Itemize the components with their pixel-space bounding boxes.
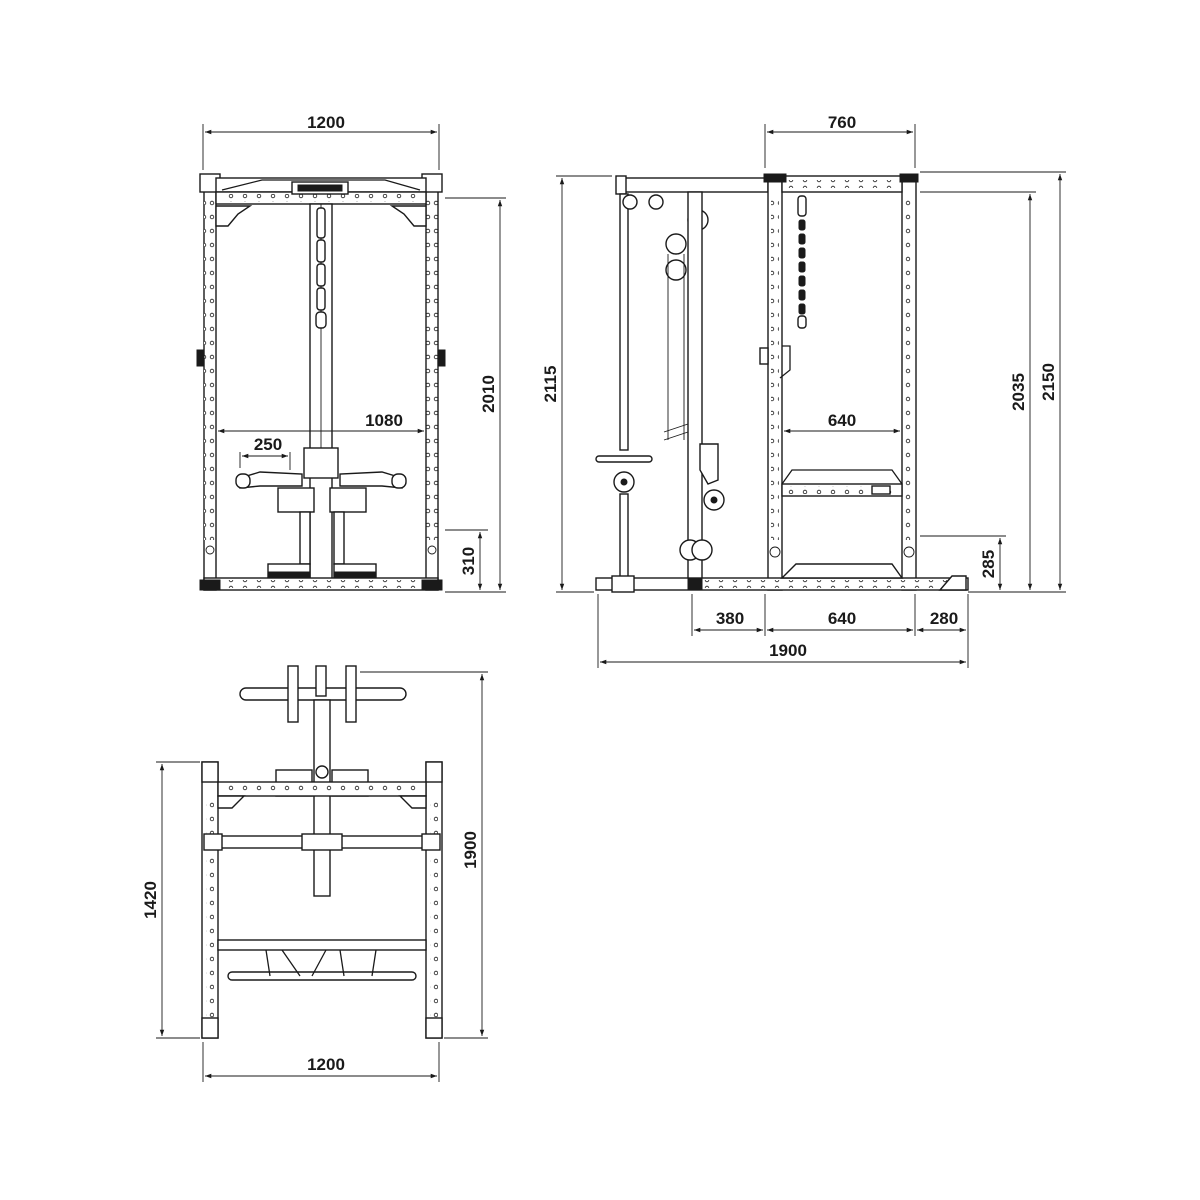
- side-front-cap: [763, 173, 787, 183]
- side-j-hook-plate: [759, 347, 769, 365]
- front-top-beam-holes: [220, 194, 422, 202]
- front-view: 1200 2010 1080 250 310: [196, 113, 506, 593]
- top-center-spine: [313, 699, 331, 897]
- side-chain: [797, 195, 807, 329]
- front-chain: [315, 207, 327, 329]
- front-left-gusset: [215, 205, 253, 227]
- side-safety-label: [871, 485, 891, 495]
- side-lower-pulley-2: [691, 539, 713, 561]
- dim-front-foot: 310: [459, 547, 478, 575]
- top-view: 1420 1900 1200: [141, 665, 488, 1082]
- dim-side-base-total: 1900: [769, 641, 807, 660]
- dim-top-width: 1200: [307, 1055, 345, 1074]
- top-right-gusset: [398, 795, 427, 809]
- top-left-front-cap: [201, 761, 219, 783]
- side-lever-pivot: [710, 496, 718, 504]
- top-spine-pivot: [315, 765, 329, 779]
- front-lower-post-left: [299, 511, 311, 565]
- top-left-rail-holes: [206, 800, 214, 1020]
- dim-front-height: 2010: [479, 375, 498, 413]
- top-left-rear-cap: [201, 1017, 219, 1039]
- side-weight-hub: [620, 478, 628, 486]
- top-mid-right-clamp: [421, 833, 441, 851]
- dim-side-top: 760: [828, 113, 856, 132]
- side-lever: [699, 443, 719, 485]
- side-rear-upright-holes: [905, 200, 913, 540]
- dim-side-inner: 640: [828, 411, 856, 430]
- front-right-upright-holes: [426, 200, 438, 540]
- side-base-bracket: [780, 563, 904, 579]
- side-column: [687, 191, 703, 589]
- side-rear-cap: [899, 173, 919, 183]
- front-lower-post-right: [333, 511, 345, 565]
- side-front-upright-holes: [771, 200, 779, 540]
- dim-side-base-rear: 280: [930, 609, 958, 628]
- dim-side-foot: 285: [979, 550, 998, 578]
- top-rear-grip: [227, 971, 417, 981]
- side-pulley-5: [665, 259, 687, 281]
- side-view: 760 2115 2035 2150 640 285 380 640 280 1…: [541, 113, 1066, 668]
- side-safety-frame: [781, 469, 903, 485]
- dim-side-left: 2115: [541, 366, 560, 403]
- dim-front-inner: 1080: [365, 411, 403, 430]
- dim-front-handle: 250: [254, 435, 282, 454]
- top-right-rail-holes: [430, 800, 438, 1020]
- front-left-foot: [199, 579, 221, 591]
- front-right-bolt: [427, 545, 437, 555]
- front-left-upright-holes: [204, 200, 216, 540]
- front-plate-holder-left: [277, 487, 315, 513]
- front-grip-left: [235, 473, 251, 489]
- top-handle-clamp-left: [287, 665, 299, 723]
- side-top-arm-cap: [615, 175, 627, 195]
- side-handle: [595, 455, 653, 463]
- side-pulley-2: [648, 194, 664, 210]
- side-arm-link: [663, 431, 689, 441]
- top-handle-clamp-right: [345, 665, 357, 723]
- front-right-gusset: [389, 205, 427, 227]
- front-pulley-frame: [221, 179, 421, 191]
- front-carriage: [303, 447, 339, 479]
- front-base-holes: [210, 580, 432, 588]
- side-top-arm: [617, 177, 769, 193]
- dim-front-width: 1200: [307, 113, 345, 132]
- side-safety-holes: [786, 486, 898, 494]
- front-plate-holder-right: [329, 487, 367, 513]
- side-base-holes: [700, 580, 960, 588]
- top-right-front-cap: [425, 761, 443, 783]
- side-j-hook: [779, 345, 791, 379]
- front-right-foot: [421, 579, 443, 591]
- dim-side-total-height: 2150: [1039, 363, 1058, 401]
- side-arm-link: [663, 423, 689, 433]
- front-left-hook: [196, 349, 205, 367]
- side-pulley-1: [622, 194, 638, 210]
- top-mid-center-block: [301, 833, 343, 851]
- dim-side-base-middle: 640: [828, 609, 856, 628]
- top-right-rear-cap: [425, 1017, 443, 1039]
- side-lower-rod: [619, 493, 629, 581]
- top-multigrip-bars: [265, 949, 377, 977]
- dim-side-base-front: 380: [716, 609, 744, 628]
- side-pulley-4: [665, 233, 687, 255]
- front-grip-right: [391, 473, 407, 489]
- top-front-beam-holes: [222, 785, 422, 793]
- dim-top-total: 1900: [461, 831, 480, 869]
- dim-side-inner-height: 2035: [1009, 373, 1028, 411]
- side-rear-bolt: [903, 546, 915, 558]
- side-front-foot: [611, 575, 635, 593]
- dim-top-frame: 1420: [141, 881, 160, 919]
- front-right-hook: [437, 349, 446, 367]
- top-rear-beam: [217, 939, 427, 951]
- side-top-beam-holes: [786, 180, 898, 188]
- front-pulley-block: [297, 184, 343, 192]
- side-rear-foot: [938, 575, 967, 591]
- top-left-gusset: [217, 795, 246, 809]
- side-front-rod: [619, 193, 629, 451]
- top-mid-left-clamp: [203, 833, 223, 851]
- side-front-bolt: [769, 546, 781, 558]
- front-left-bolt: [205, 545, 215, 555]
- top-handle-center: [315, 665, 327, 697]
- side-column-foot: [687, 577, 703, 591]
